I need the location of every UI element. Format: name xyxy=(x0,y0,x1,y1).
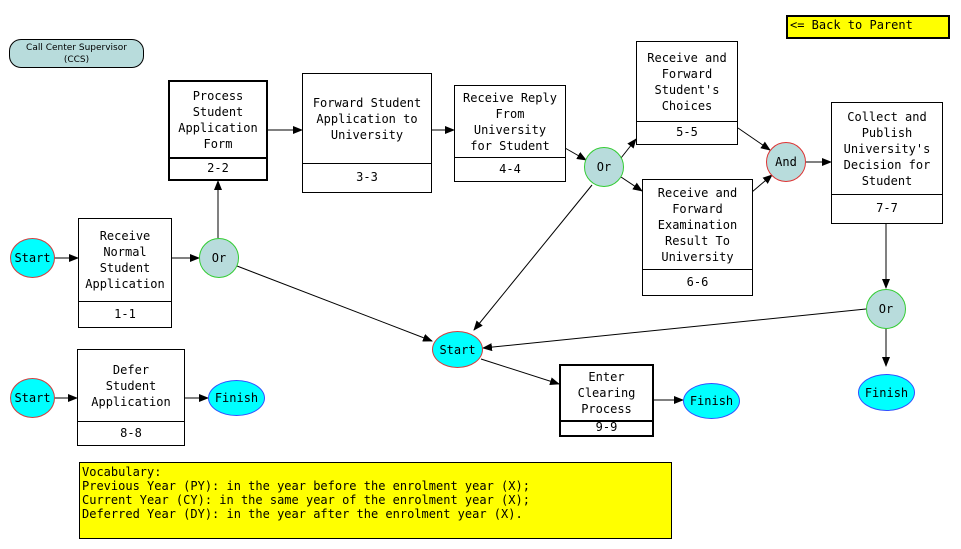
task-title: Defer Student Application xyxy=(78,350,184,422)
task-number: 3-3 xyxy=(356,170,378,184)
task-forward-exam-result[interactable]: Receive and Forward Examination Result T… xyxy=(642,179,753,296)
vocabulary-heading: Vocabulary: xyxy=(82,465,162,479)
arrow-or2-to-5 xyxy=(620,138,637,159)
arrow-or2-to-6 xyxy=(620,176,643,192)
task-title: Enter Clearing Process xyxy=(561,366,652,422)
task-receive-normal-application[interactable]: Receive Normal Student Application 1-1 xyxy=(78,218,172,328)
finish-node[interactable]: Finish xyxy=(858,374,915,411)
task-forward-application[interactable]: Forward Student Application to Universit… xyxy=(302,73,432,193)
task-title: Forward Student Application to Universit… xyxy=(303,74,431,164)
task-title: Collect and Publish University's Decisio… xyxy=(832,103,942,195)
actor-abbreviation: (CCS) xyxy=(63,55,90,65)
task-enter-clearing[interactable]: Enter Clearing Process 9-9 xyxy=(559,364,654,437)
finish-node[interactable]: Finish xyxy=(683,383,740,419)
task-number: 4-4 xyxy=(499,161,521,176)
task-title: Receive Normal Student Application xyxy=(79,219,171,302)
and-gateway[interactable]: And xyxy=(766,142,806,182)
actor-swimlane-label: Call Center Supervisor (CCS) xyxy=(9,39,144,68)
or-gateway[interactable]: Or xyxy=(199,238,239,278)
vocabulary-line: Current Year (CY): in the same year of t… xyxy=(82,493,530,507)
task-number: 8-8 xyxy=(120,425,142,440)
arrow-4-to-or2 xyxy=(564,147,587,161)
start-node[interactable]: Start xyxy=(10,378,55,418)
task-title: Receive and Forward Examination Result T… xyxy=(643,180,752,270)
start-node[interactable]: Start xyxy=(432,331,483,368)
arrow-or1-to-start xyxy=(236,265,433,342)
task-number: 2-2 xyxy=(207,161,229,175)
task-number: 7-7 xyxy=(876,201,898,215)
or-gateway[interactable]: Or xyxy=(866,289,906,329)
or-gateway[interactable]: Or xyxy=(584,147,624,187)
task-defer-application[interactable]: Defer Student Application 8-8 xyxy=(77,349,185,446)
arrow-6-to-and xyxy=(751,174,773,193)
task-forward-choices[interactable]: Receive and Forward Student's Choices 5-… xyxy=(636,41,738,145)
task-number: 1-1 xyxy=(114,306,136,321)
task-number: 6-6 xyxy=(686,274,709,289)
arrow-or2-to-start xyxy=(473,184,593,331)
vocabulary-line: Previous Year (PY): in the year before t… xyxy=(82,479,530,493)
task-process-application-form[interactable]: Process Student Application Form 2-2 xyxy=(168,80,268,181)
task-receive-reply[interactable]: Receive Reply From University for Studen… xyxy=(454,85,566,182)
arrow-5-to-and xyxy=(737,127,771,151)
vocabulary-line: Deferred Year (DY): in the year after th… xyxy=(82,507,523,521)
finish-node[interactable]: Finish xyxy=(208,380,265,416)
task-title: Receive and Forward Student's Choices xyxy=(637,42,737,122)
start-node[interactable]: Start xyxy=(10,238,55,278)
task-number: 5-5 xyxy=(676,125,698,139)
arrow-or3-to-start xyxy=(482,308,867,352)
task-title: Receive Reply From University for Studen… xyxy=(455,86,565,158)
back-to-parent-link[interactable]: <= Back to Parent xyxy=(786,15,950,39)
actor-name: Call Center Supervisor xyxy=(26,43,127,53)
task-number: 9-9 xyxy=(595,419,618,434)
task-title: Process Student Application Form xyxy=(170,82,266,159)
vocabulary-panel: Vocabulary: Previous Year (PY): in the y… xyxy=(79,462,672,539)
task-collect-publish-decision[interactable]: Collect and Publish University's Decisio… xyxy=(831,102,943,224)
arrow-start-to-9 xyxy=(480,358,560,386)
